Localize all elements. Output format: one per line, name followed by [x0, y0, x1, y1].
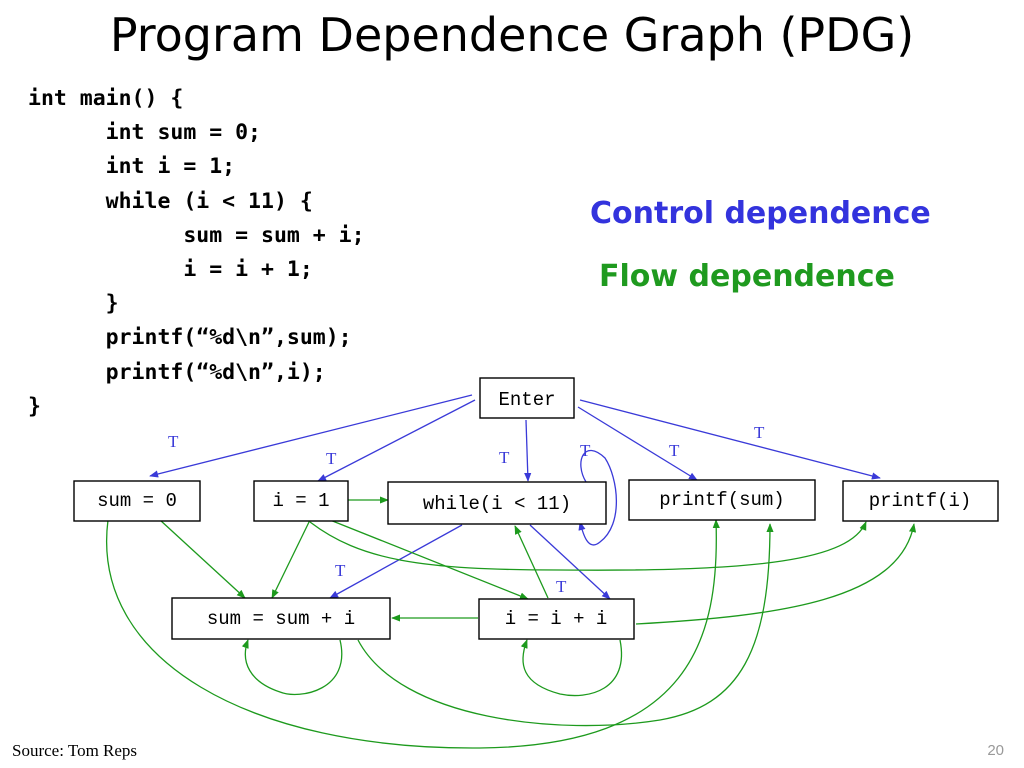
code-line: }	[28, 291, 119, 317]
flow-edge-sum-init-sum-update	[159, 519, 246, 599]
control-edges: T T T T T T T T	[149, 394, 881, 600]
control-label: T	[580, 441, 591, 460]
code-line: int main() {	[28, 86, 184, 111]
code-line: sum = sum + i;	[28, 222, 365, 248]
legend-flow-dependence: Flow dependence	[599, 259, 895, 294]
control-edge-while-sum-update	[329, 524, 463, 599]
flow-edge-i-update-while	[514, 525, 549, 599]
control-label: T	[326, 449, 337, 468]
node-label: sum = sum + i	[207, 608, 355, 630]
code-line: printf(“%d\n”,i);	[28, 359, 326, 385]
node-printf-sum: printf(sum)	[628, 479, 816, 521]
control-label: T	[556, 577, 567, 596]
control-edge-enter-while	[524, 419, 532, 482]
flow-edge-sum-update-printf-sum	[357, 523, 774, 727]
source-credit: Source: Tom Reps	[12, 741, 138, 760]
flow-edge-i-update-printf-i	[635, 523, 917, 625]
node-printf-i: printf(i)	[842, 480, 999, 522]
control-label: T	[168, 432, 179, 451]
control-edge-enter-i-init	[317, 399, 476, 482]
control-edge-while-self	[578, 450, 617, 546]
node-label: i = 1	[272, 490, 329, 512]
node-sum-update: sum = sum + i	[171, 597, 391, 640]
control-edge-enter-printf-sum	[577, 406, 698, 481]
node-enter: Enter	[479, 377, 575, 419]
node-i-update: i = i + i	[478, 598, 635, 640]
flow-edge-sum-init-printf-sum	[106, 519, 720, 749]
node-label: printf(i)	[869, 490, 972, 512]
node-sum-init: sum = 0	[73, 480, 201, 522]
node-label: sum = 0	[97, 490, 177, 512]
flow-edge-i-update-self	[520, 639, 623, 697]
code-line: while (i < 11) {	[28, 188, 313, 214]
flow-edge-i-init-sum-update	[271, 519, 311, 599]
legend-control-dependence: Control dependence	[590, 196, 931, 231]
flow-edge-sum-update-self	[241, 639, 343, 696]
flow-edge-i-init-i-update	[329, 519, 529, 600]
node-label: i = i + i	[505, 608, 608, 630]
code-line: int sum = 0;	[28, 120, 261, 146]
control-label: T	[669, 441, 680, 460]
code-line: i = i + 1;	[28, 257, 313, 283]
code-line: }	[28, 393, 41, 419]
code-block: int main() { int sum = 0; int i = 1; whi…	[28, 82, 365, 424]
control-edge-enter-sum-init	[149, 394, 473, 478]
node-label: Enter	[498, 389, 555, 411]
page-number: 20	[987, 742, 1004, 759]
control-label: T	[754, 423, 765, 442]
control-label: T	[335, 561, 346, 580]
node-i-init: i = 1	[253, 480, 349, 522]
flow-edge-i-init-printf-i	[309, 521, 867, 571]
control-label: T	[499, 448, 510, 467]
slide-title: Program Dependence Graph (PDG)	[109, 8, 915, 62]
node-label: while(i < 11)	[423, 493, 571, 515]
control-edge-enter-printf-i	[579, 399, 881, 480]
node-label: printf(sum)	[659, 489, 784, 511]
code-line: int i = 1;	[28, 154, 236, 180]
node-while: while(i < 11)	[387, 481, 607, 525]
flow-edges	[106, 496, 917, 749]
control-edge-while-i-update	[529, 524, 611, 600]
code-line: printf(“%d\n”,sum);	[28, 325, 352, 351]
